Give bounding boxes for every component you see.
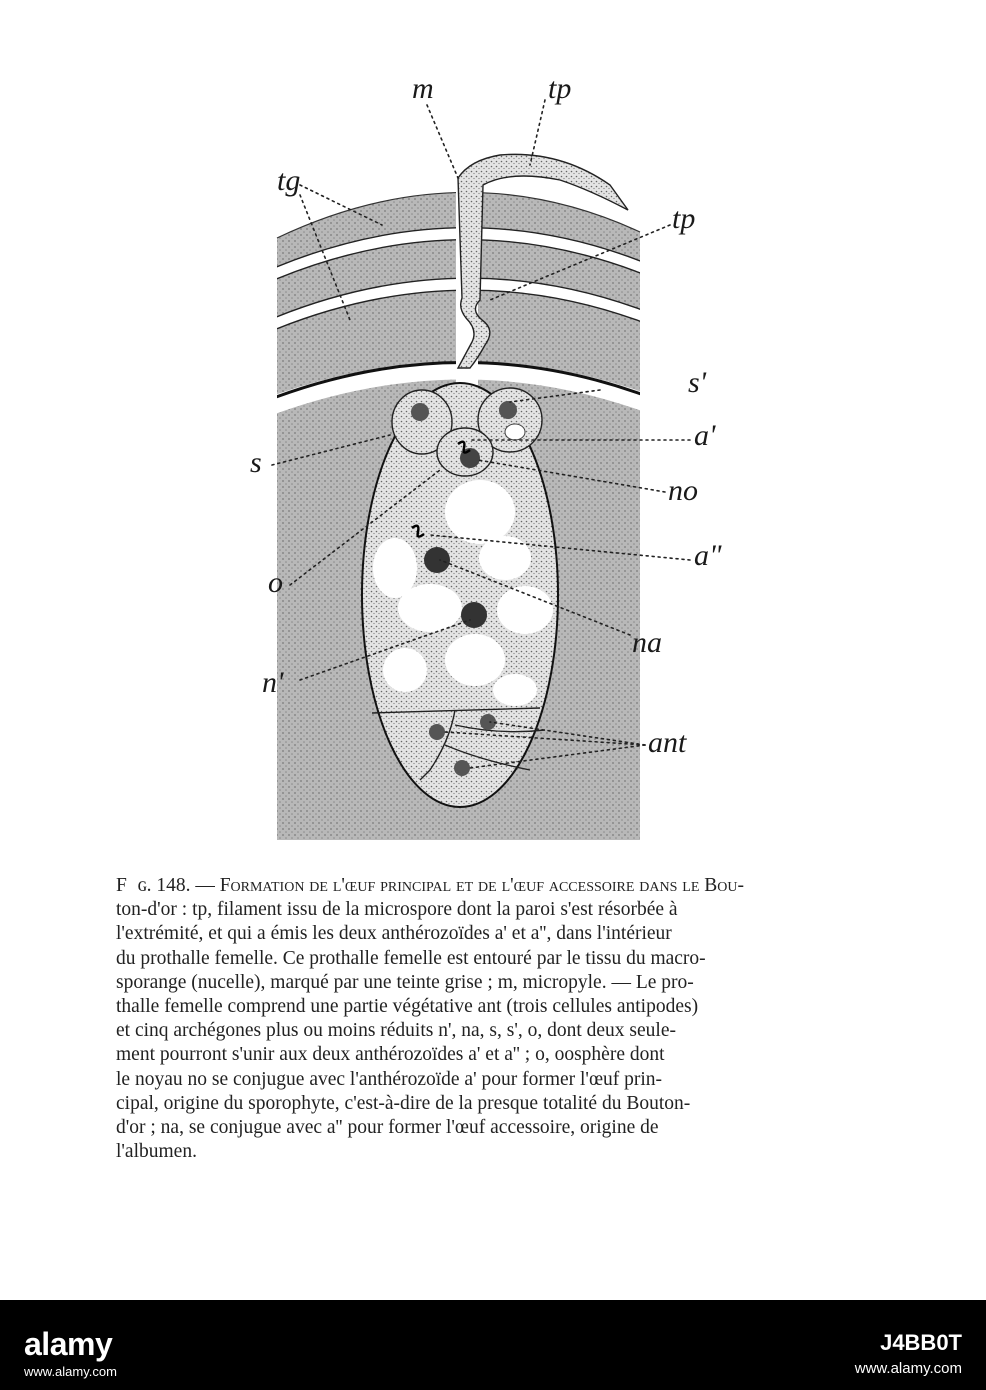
label-a-dprime: a" — [694, 539, 722, 572]
figure-caption: Fɪɢ. 148. — Formation de l'œuf principal… — [116, 874, 824, 1164]
site-url: www.alamy.com — [855, 1360, 962, 1377]
label-m: m — [412, 72, 434, 105]
label-tp-top: tp — [548, 72, 571, 105]
caption-line: l'albumen. — [116, 1140, 824, 1164]
nucleus-n-prime — [461, 602, 487, 628]
caption-line: cipal, origine du sporophyte, c'est-à-di… — [116, 1092, 824, 1116]
caption-line: d'or ; na, se conjugue avec a'' pour for… — [116, 1116, 824, 1140]
caption-line: le noyau no se conjugue avec l'anthérozo… — [116, 1068, 824, 1092]
brand-url: www.alamy.com — [24, 1364, 117, 1379]
label-s: s — [250, 446, 262, 479]
caption-line: et cinq archégones plus ou moins réduits… — [116, 1019, 824, 1043]
brand-logo: alamy — [24, 1326, 112, 1363]
watermark-footer: alamy www.alamy.com J4BB0T www.alamy.com — [0, 1300, 986, 1390]
caption-line: ton-d'or : tp, filament issu de la micro… — [116, 898, 824, 922]
label-tg: tg — [277, 164, 300, 197]
label-no: no — [668, 474, 698, 507]
label-ant: ant — [648, 726, 687, 759]
label-s-prime: s' — [688, 366, 707, 399]
caption-line: l'extrémité, et qui a émis les deux anth… — [116, 922, 824, 946]
label-a-prime: a' — [694, 419, 716, 452]
caption-line: ment pourront s'unir aux deux anthérozoï… — [116, 1043, 824, 1067]
caption-line: sporange (nucelle), marqué par une teint… — [116, 971, 824, 995]
caption-line: du prothalle femelle. Ce prothalle femel… — [116, 947, 824, 971]
book-page: m tp tg tp s' s a' no a" o na n' ant Fɪɢ… — [0, 0, 986, 1300]
image-id: J4BB0T — [880, 1330, 962, 1356]
nucleus-na — [424, 547, 450, 573]
botanical-figure: m tp tg tp s' s a' no a" o na n' ant — [0, 0, 986, 870]
label-o: o — [268, 566, 283, 599]
caption-line: thalle femelle comprend une partie végét… — [116, 995, 824, 1019]
label-n-prime: n' — [262, 666, 284, 699]
caption-line: Fɪɢ. 148. — Formation de l'œuf principal… — [116, 874, 824, 898]
label-na: na — [632, 626, 662, 659]
label-tp-mid: tp — [672, 202, 695, 235]
